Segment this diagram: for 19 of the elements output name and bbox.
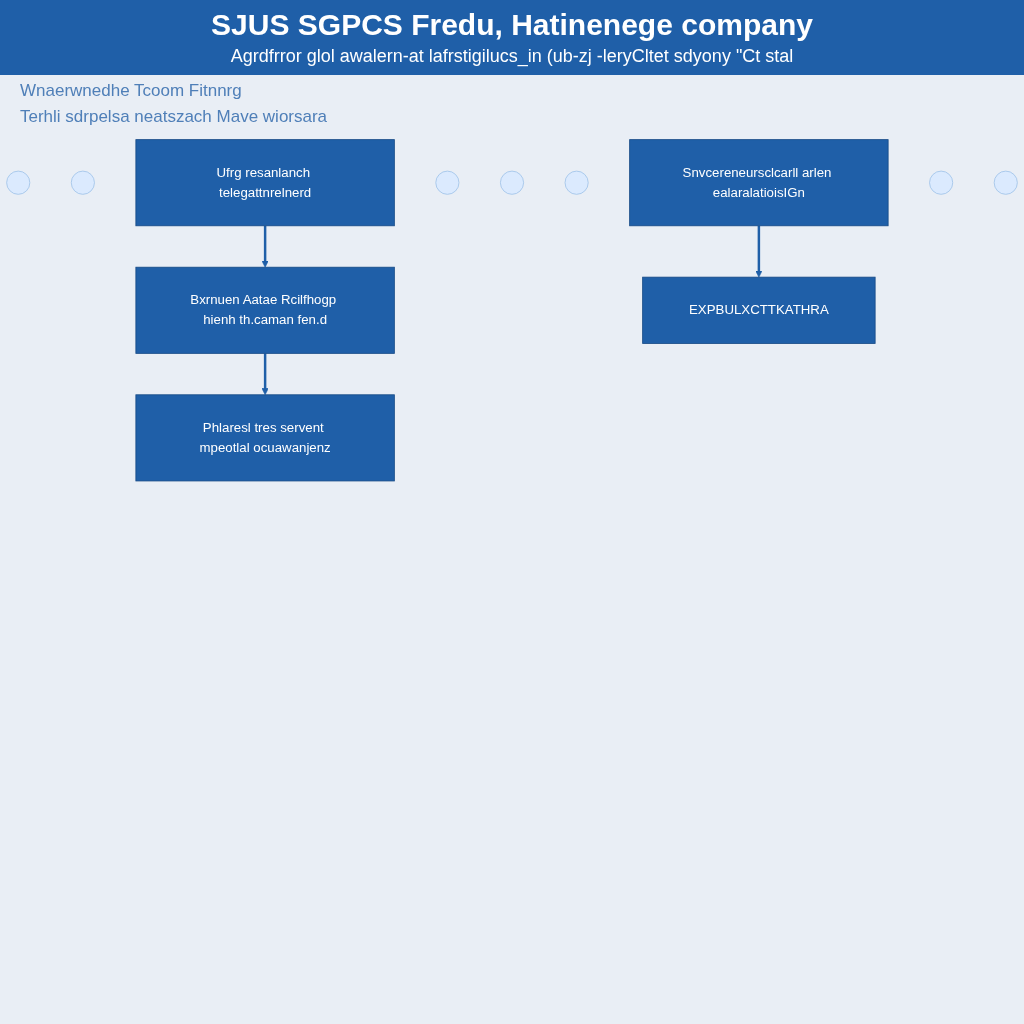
node-box: Ufrg resanlanch telegattnrelnerd [135,139,395,227]
arrow [261,353,269,396]
node-box: Snvcereneursclcarll arlen ealaralatioisIGn [629,139,889,227]
node-box: Phlaresl tres servent mpeotlal ocuawanjenz [135,394,395,482]
node-circle [929,170,954,195]
node-circle [70,170,95,195]
title: SJUS SGPCS Fredu, Hatinenege company [210,8,814,42]
note-text: Terhli sdrpelsa neatszach Mave wiorsara [20,107,329,127]
note-text: Wnaerwnedhe Tcoom Fitnnrg [20,81,243,101]
subtitle: Agrdfrror glol awalern-at lafrstigilucs_in (ub-zj -leryCltet sdyony "Ct stal [229,46,795,67]
node-circle [500,170,524,195]
node-circle [564,170,589,195]
node-box: EXPBULXCTTKATHRA [642,276,876,344]
arrow [261,225,269,268]
node-box: Bxrnuen Aatae Rcilfhogp hienh th.caman fen.d [135,266,395,354]
node-circle [435,170,460,195]
arrow [755,225,763,278]
node-circle [6,170,31,195]
node-circle [993,170,1018,195]
